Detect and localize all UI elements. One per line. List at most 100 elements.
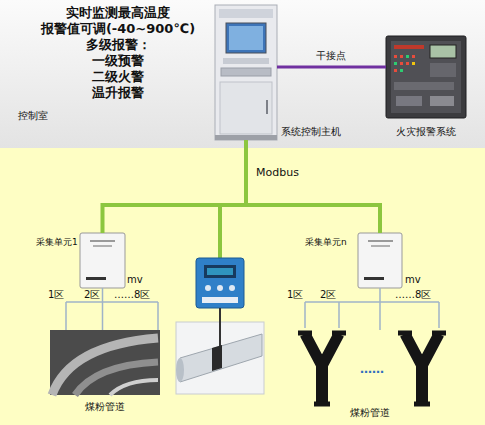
sensor-wires-art-part: [438, 302, 440, 328]
sensor-wire: [102, 288, 104, 330]
sensor-wires-art-part: [65, 302, 67, 330]
signal-name: 2区: [320, 289, 336, 301]
pipe-photo-art-part: [110, 380, 158, 395]
fire-panel-art-part: [391, 41, 461, 113]
sensor-wires-art-part: [157, 302, 159, 330]
y-pipe-art-part: [332, 331, 346, 336]
signal-name: mv: [127, 274, 143, 286]
fire-panel-art-part: [430, 63, 456, 77]
y-pipe-art: [298, 333, 446, 404]
signal-name: 1区: [48, 289, 64, 301]
temperature-transmitter-art: [176, 205, 264, 394]
temperature-transmitter-art-part: [219, 308, 221, 346]
fire-panel-art-part: [386, 36, 466, 118]
fire-panel-art-part: [394, 82, 454, 90]
sensor-wires-art-part: [338, 302, 340, 328]
node-label: 控制室: [18, 110, 48, 122]
temperature-transmitter-art-part: [202, 297, 238, 303]
y-pipe-art-part: [316, 364, 328, 402]
fire-panel-art-part: [430, 45, 456, 58]
signal-name: ……8区: [395, 289, 431, 301]
temperature-transmitter-art-part: [176, 322, 264, 394]
control-cabinet-art-part: [215, 135, 277, 140]
signal-name: ……8区: [114, 289, 150, 301]
control-cabinet-art: [215, 5, 277, 140]
control-cabinet-art-part: [221, 68, 271, 76]
control-cabinet-art-part: [226, 23, 266, 53]
temperature-transmitter-art-part: [205, 285, 211, 291]
collection-unit: 采集单元n: [358, 233, 402, 288]
temperature-transmitter-art-part: [204, 265, 236, 278]
fire-panel-art-part: [394, 69, 397, 72]
collection-unit: 采集单元1: [80, 233, 125, 288]
pipe-photo-art-part: [52, 338, 158, 395]
fire-panel-art-part: [400, 55, 403, 58]
y-pipe-art-part: [432, 331, 446, 336]
fire-panel-art-part: [394, 45, 424, 49]
coal-pipe: 煤粉管道: [50, 330, 160, 395]
fire-panel-art-part: [406, 62, 409, 65]
pipe-photo-art-part: [50, 330, 160, 395]
fire-panel-art-part: [406, 55, 409, 58]
sensor-wires-art-part: [66, 301, 158, 303]
temperature-transmitter-art-part: [207, 268, 233, 275]
temperature-transmitter-art-part: [212, 345, 222, 371]
node-label: 煤粉管道: [85, 401, 125, 413]
fire-panel-art-part: [394, 55, 397, 58]
collection-unit-art-part: [368, 240, 393, 242]
coal-pipe: 煤粉管道: [298, 330, 448, 408]
sensor-wires-art-part: [305, 301, 439, 303]
y-pipe-art-part: [416, 364, 428, 402]
control-room-band: 控制室系统控制主机火灾报警系统: [0, 0, 485, 148]
temperature-transmitter-art-part: [196, 258, 244, 308]
sensor-wires-art-part: [304, 302, 306, 328]
dry-contact-line: [277, 66, 386, 69]
sensor-wire: [379, 288, 381, 330]
collection-unit-art: [80, 233, 402, 288]
y-pipe-art-part: [314, 402, 330, 407]
collection-unit-art-part: [86, 277, 106, 280]
node-label: 火灾报警系统: [396, 126, 456, 138]
control-cabinet-art-part: [229, 26, 263, 50]
node-label: 煤粉管道: [350, 407, 390, 419]
temperature-transmitter-art-part: [217, 285, 223, 291]
temperature-transmitter-art-part: [218, 205, 222, 258]
collection-unit-art-part: [80, 233, 125, 288]
fire-panel-art-part: [396, 96, 422, 106]
y-pipe-art-part: [298, 331, 312, 336]
fire-panel-art-part: [394, 62, 397, 65]
y-pipe-art-part: [414, 402, 430, 407]
collection-unit-art-part: [358, 233, 402, 288]
control-cabinet-art-part: [266, 100, 268, 114]
sensor-wires-art: [66, 302, 439, 330]
collection-unit-art-part: [364, 277, 384, 280]
signal-name: 1区: [287, 289, 303, 301]
edge-label: Modbus: [256, 166, 299, 179]
node-label: 采集单元n: [305, 237, 347, 248]
fire-panel-art-part: [400, 69, 403, 72]
control-host: 系统控制主机: [215, 5, 277, 140]
node-label: 采集单元1: [36, 237, 78, 248]
y-pipe-art-part: [405, 334, 439, 366]
fire-alarm-panel: 火灾报警系统: [386, 36, 466, 118]
control-cabinet-art-part: [223, 58, 269, 64]
temperature-transmitter-art-part: [229, 285, 235, 291]
fire-panel-art-part: [412, 62, 415, 65]
signal-name: 2区: [84, 289, 100, 301]
pipe-photo-art: [50, 330, 160, 395]
control-cabinet-art-part: [220, 82, 272, 134]
fire-panel-art-part: [400, 62, 403, 65]
collection-unit-art-part: [90, 240, 115, 242]
collection-unit-art-part: [93, 245, 112, 247]
modbus-line: [246, 140, 380, 233]
fire-panel-art-part: [430, 96, 454, 106]
modbus-line: [103, 140, 247, 233]
node-label: 系统控制主机: [281, 126, 341, 138]
temperature-transmitter-art-part: [180, 334, 262, 382]
y-pipe-art-part: [305, 334, 339, 366]
fire-panel-art-part: [412, 55, 415, 58]
collection-unit-art-part: [371, 245, 390, 247]
temperature-transmitter-art-part: [176, 358, 184, 382]
